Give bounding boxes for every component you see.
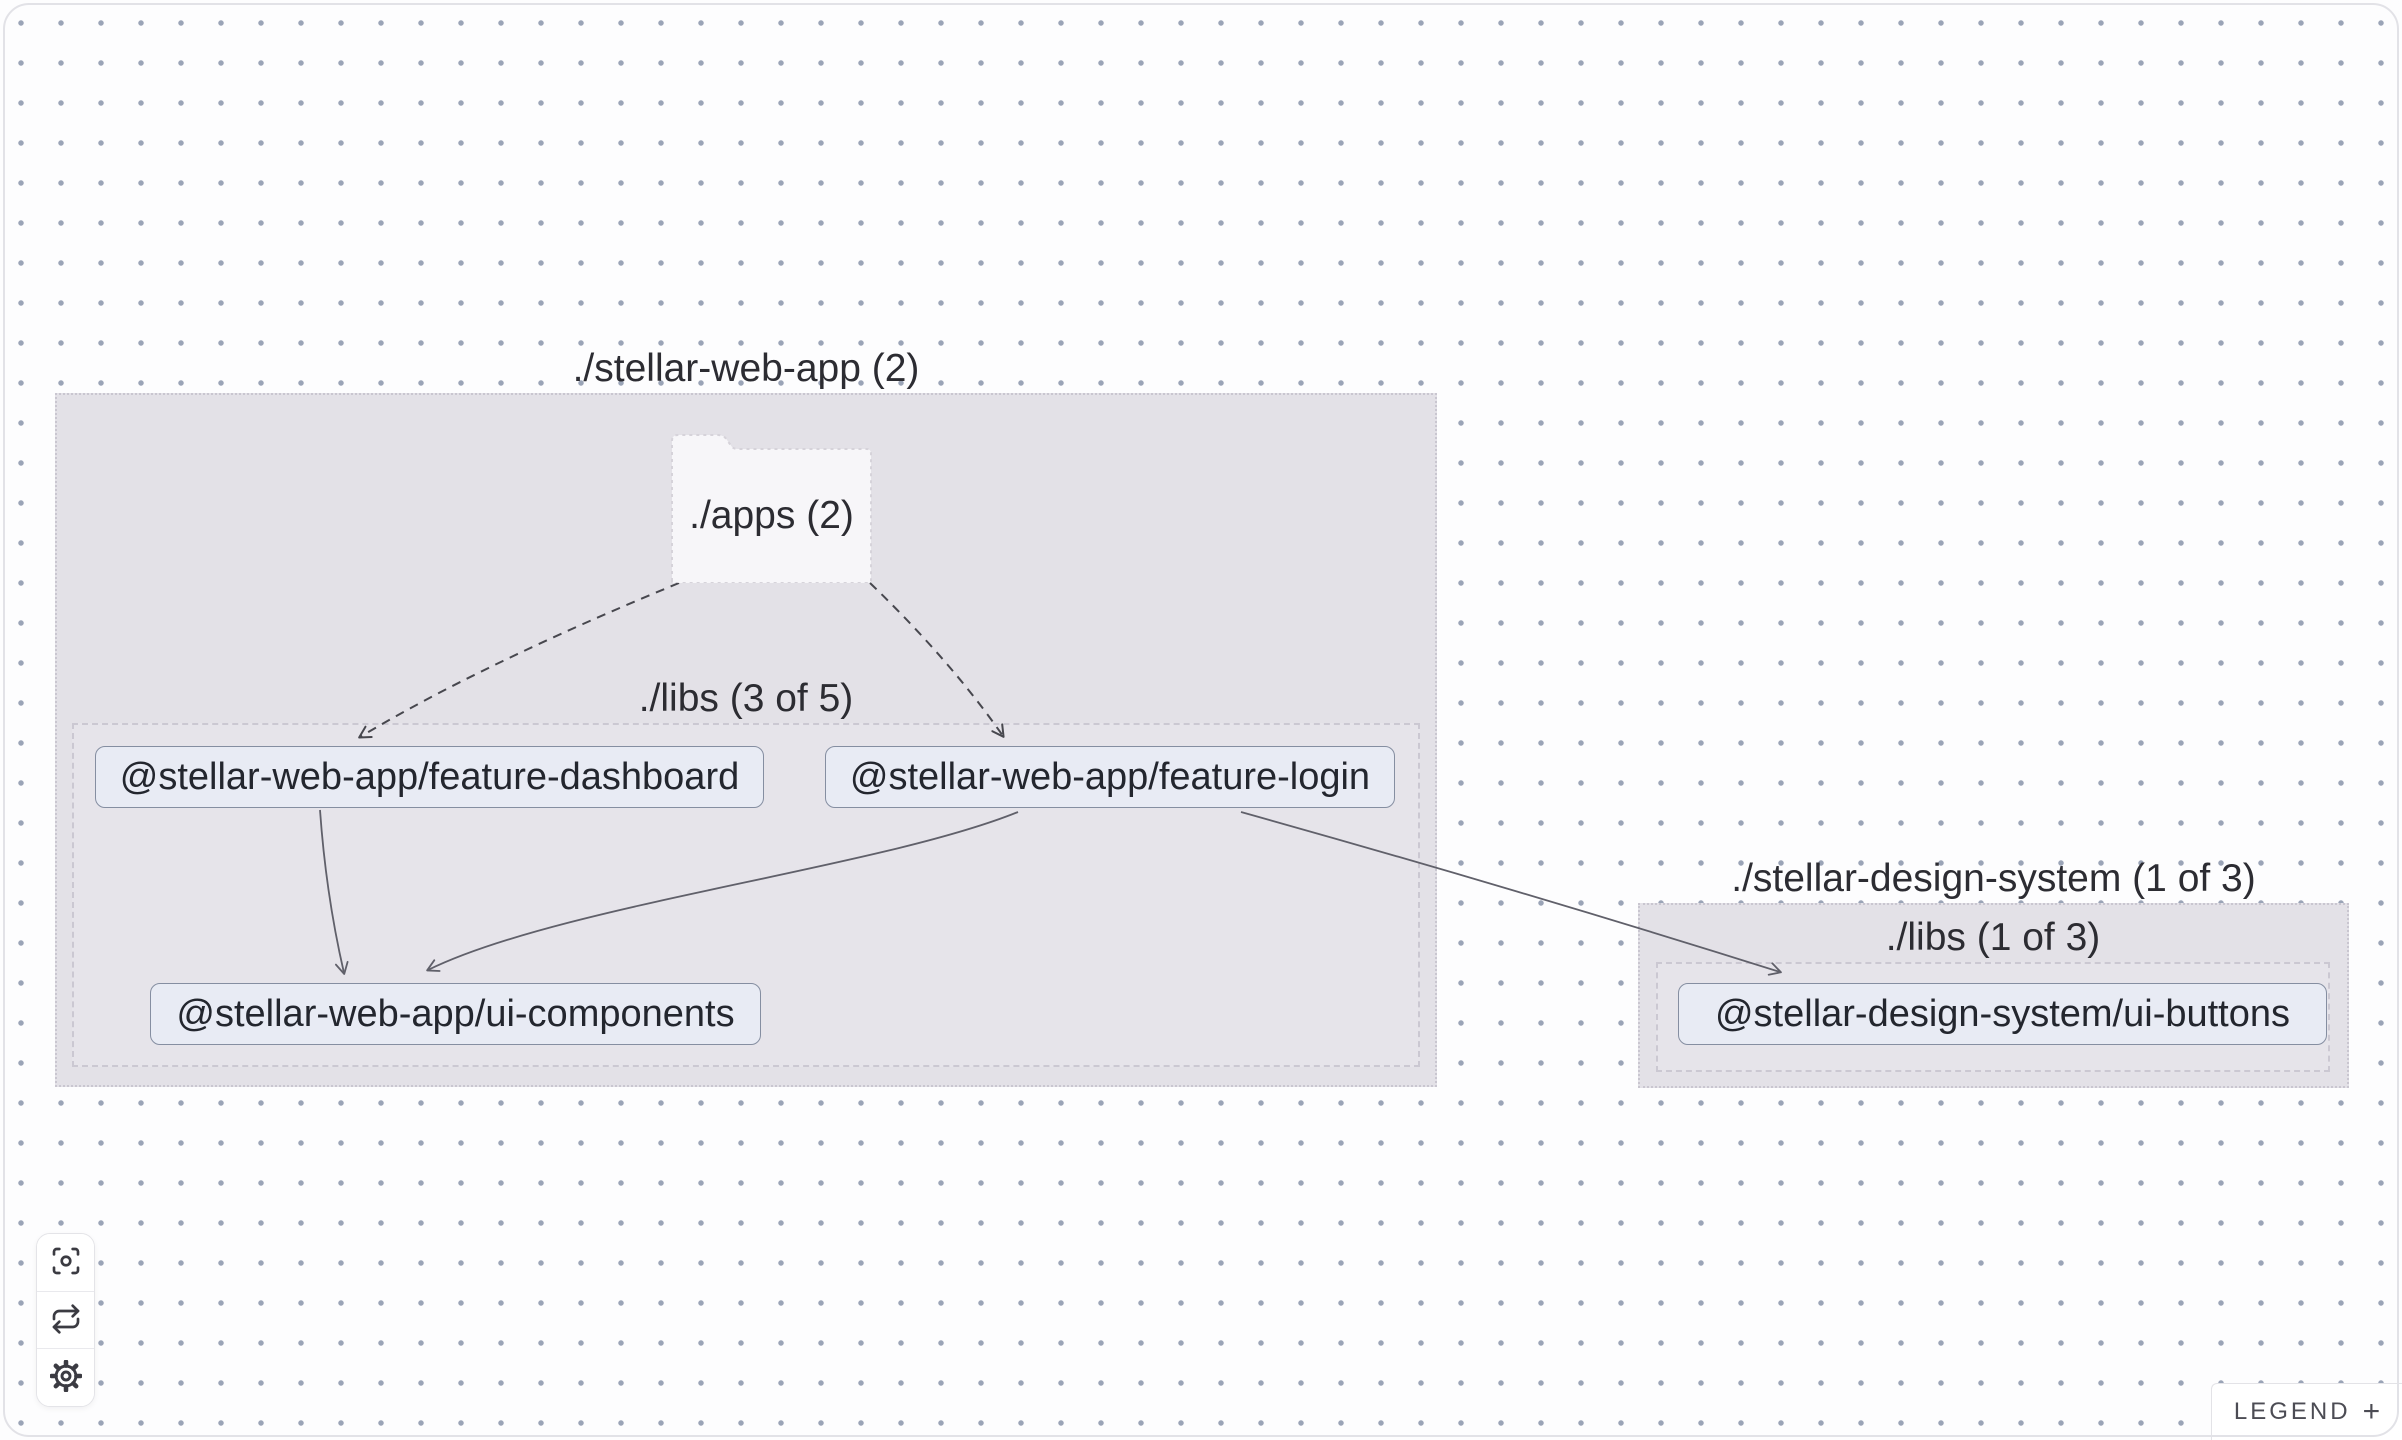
folder-label-apps: ./apps (2)	[689, 494, 854, 537]
project-node-ui-buttons[interactable]: @stellar-design-system/ui-buttons	[1678, 983, 2327, 1045]
group-label-stellar-web-app: ./stellar-web-app (2)	[572, 347, 920, 390]
group-label-stellar-design-system: ./stellar-design-system (1 of 3)	[1731, 857, 2256, 900]
legend-toggle[interactable]: LEGEND +	[2211, 1383, 2402, 1440]
settings-icon	[48, 1359, 83, 1395]
refresh-button[interactable]	[37, 1290, 94, 1349]
graph-toolbar	[36, 1233, 95, 1407]
project-node-feature-login[interactable]: @stellar-web-app/feature-login	[825, 746, 1395, 808]
group-label-design-system-libs: ./libs (1 of 3)	[1885, 916, 2101, 959]
refresh-icon	[50, 1303, 82, 1338]
focus-button[interactable]	[37, 1234, 94, 1291]
settings-button[interactable]	[37, 1348, 94, 1406]
project-node-ui-components[interactable]: @stellar-web-app/ui-components	[150, 983, 761, 1045]
group-label-web-app-libs: ./libs (3 of 5)	[638, 677, 854, 720]
project-node-feature-dashboard[interactable]: @stellar-web-app/feature-dashboard	[95, 746, 764, 808]
legend-label: LEGEND	[2233, 1398, 2351, 1425]
plus-icon: +	[2362, 1395, 2381, 1428]
folder-node-apps[interactable]: ./apps (2)	[670, 433, 873, 583]
focus-icon	[50, 1245, 82, 1280]
